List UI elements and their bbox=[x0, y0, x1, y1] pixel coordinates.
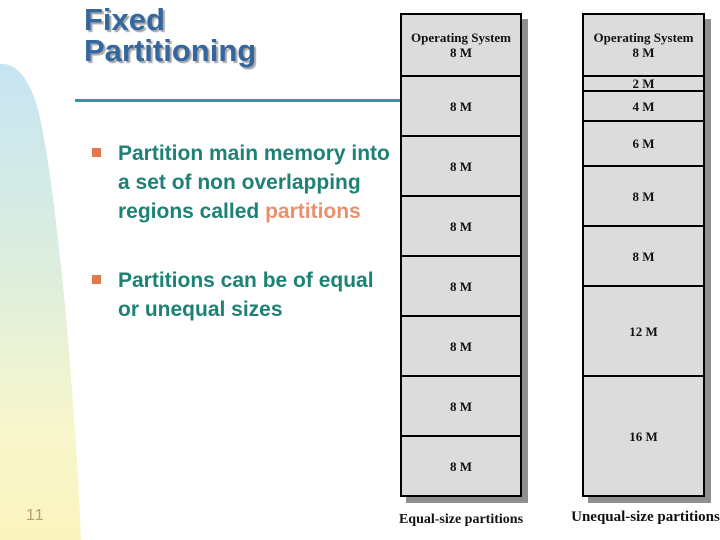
memory-partition: 6 M bbox=[584, 120, 703, 165]
bullet-square-icon bbox=[92, 148, 101, 157]
memory-partition-label: 8 M bbox=[449, 458, 473, 474]
memory-partition-label: 8 M bbox=[449, 45, 473, 60]
bullet-item: Partition main memory into a set of non … bbox=[90, 139, 390, 226]
memory-partition-label: 8 M bbox=[449, 218, 473, 234]
memory-partition-label: 2 M bbox=[632, 76, 655, 91]
memory-partition-label: 8 M bbox=[449, 98, 473, 114]
memory-partition-label: 4 M bbox=[632, 98, 655, 114]
memory-partition: 8 M bbox=[402, 435, 520, 495]
memory-partition: 8 M bbox=[402, 375, 520, 435]
bullet-text-highlight: partitions bbox=[265, 200, 361, 223]
bullet-list: Partition main memory into a set of non … bbox=[90, 139, 390, 324]
memory-partition: 4 M bbox=[584, 90, 703, 120]
memory-partition-label: 16 M bbox=[629, 428, 658, 444]
memory-partition-label: 8 M bbox=[449, 278, 473, 294]
slide-title-line-2: Partitioning bbox=[84, 33, 257, 68]
diagram-caption-unequal: Unequal-size partitions bbox=[571, 509, 720, 525]
title-divider-line bbox=[75, 99, 401, 102]
memory-partition-label: 8 M bbox=[449, 338, 473, 354]
diagram-caption-equal: Equal-size partitions bbox=[398, 512, 524, 527]
bullet-square-icon bbox=[92, 275, 101, 284]
memory-partition-label: 8 M bbox=[632, 45, 655, 60]
page-number: 11 bbox=[26, 507, 45, 524]
memory-partition: 8 M bbox=[402, 135, 520, 195]
memory-partition: 12 M bbox=[584, 285, 703, 375]
memory-partition-label: 8 M bbox=[449, 158, 473, 174]
memory-partition-label: 8 M bbox=[632, 248, 655, 264]
memory-partition: 16 M bbox=[584, 375, 703, 495]
memory-partition: 8 M bbox=[402, 255, 520, 315]
memory-partition: 2 M bbox=[584, 75, 703, 91]
memory-partition: 8 M bbox=[402, 75, 520, 135]
memory-partition: 8 M bbox=[402, 195, 520, 255]
memory-partition-label: 8 M bbox=[632, 188, 655, 204]
bullet-text: Partition main memory into a set of non … bbox=[118, 139, 390, 226]
bullet-item: Partitions can be of equal or unequal si… bbox=[90, 266, 390, 324]
memory-partition-label: 8 M bbox=[449, 398, 473, 414]
sidebar-decoration bbox=[0, 63, 81, 540]
bullet-text-main: Partitions can be of equal or unequal si… bbox=[118, 269, 374, 321]
curved-band-shape bbox=[0, 63, 81, 540]
memory-partition: 8 M bbox=[402, 315, 520, 375]
memory-partition-label: 12 M bbox=[629, 323, 658, 339]
memory-partition: 8 M bbox=[584, 165, 703, 225]
bullet-text-main: Partition main memory into a set of non … bbox=[118, 142, 390, 223]
memory-partition: 8 M bbox=[584, 225, 703, 285]
bullet-text: Partitions can be of equal or unequal si… bbox=[118, 266, 390, 324]
memory-partition-label: 6 M bbox=[632, 136, 655, 151]
slide-title-line-1: Fixed bbox=[84, 2, 165, 37]
memory-partition-label: Operating System bbox=[593, 30, 694, 45]
memory-partition-label: Operating System bbox=[410, 30, 512, 45]
slide-title: Fixed Partitioning bbox=[84, 4, 256, 66]
